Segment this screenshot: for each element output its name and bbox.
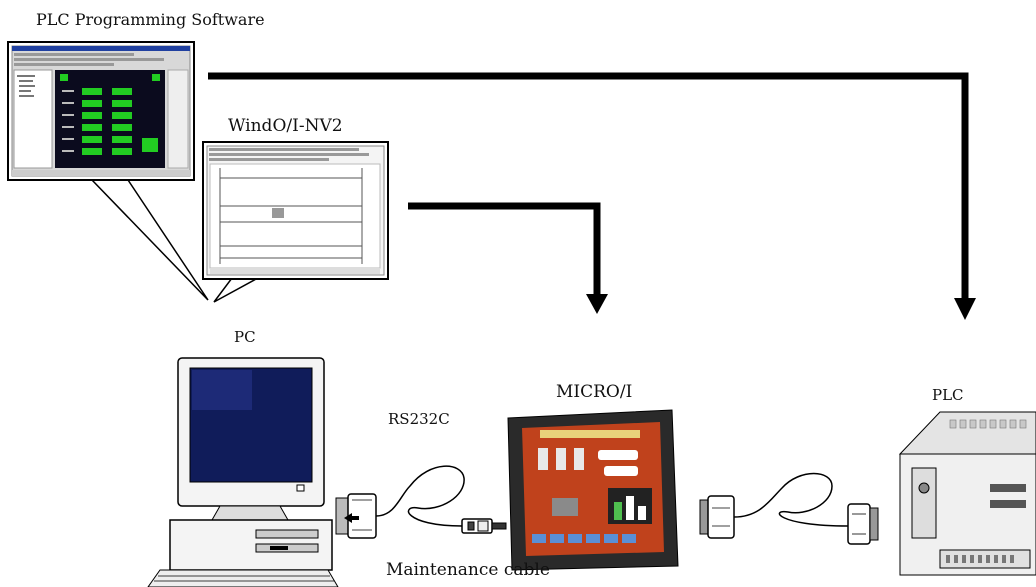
windo-screenshot bbox=[202, 141, 389, 280]
rs232c-cable-icon bbox=[335, 465, 507, 539]
micro-i-touch-panel-icon bbox=[507, 409, 679, 571]
maintenance-cable-label: Maintenance cable bbox=[386, 560, 550, 580]
callout-pointer-plc-software bbox=[90, 179, 209, 301]
windo-label: WindO/I-NV2 bbox=[228, 116, 343, 136]
micro-i-label: MICRO/I bbox=[556, 382, 633, 402]
pc-icon bbox=[147, 357, 339, 587]
plc-unit-icon bbox=[898, 411, 1036, 576]
arrow-to-micro-i bbox=[408, 202, 608, 314]
arrow-to-plc bbox=[208, 72, 976, 320]
callout-pointer-windo bbox=[213, 277, 259, 303]
rs232c-label: RS232C bbox=[388, 410, 450, 428]
pc-label: PC bbox=[234, 328, 256, 346]
plc-software-screenshot bbox=[7, 41, 195, 181]
plc-cable-icon bbox=[699, 472, 879, 545]
plc-software-label: PLC Programming Software bbox=[36, 10, 265, 29]
plc-label: PLC bbox=[932, 386, 964, 404]
